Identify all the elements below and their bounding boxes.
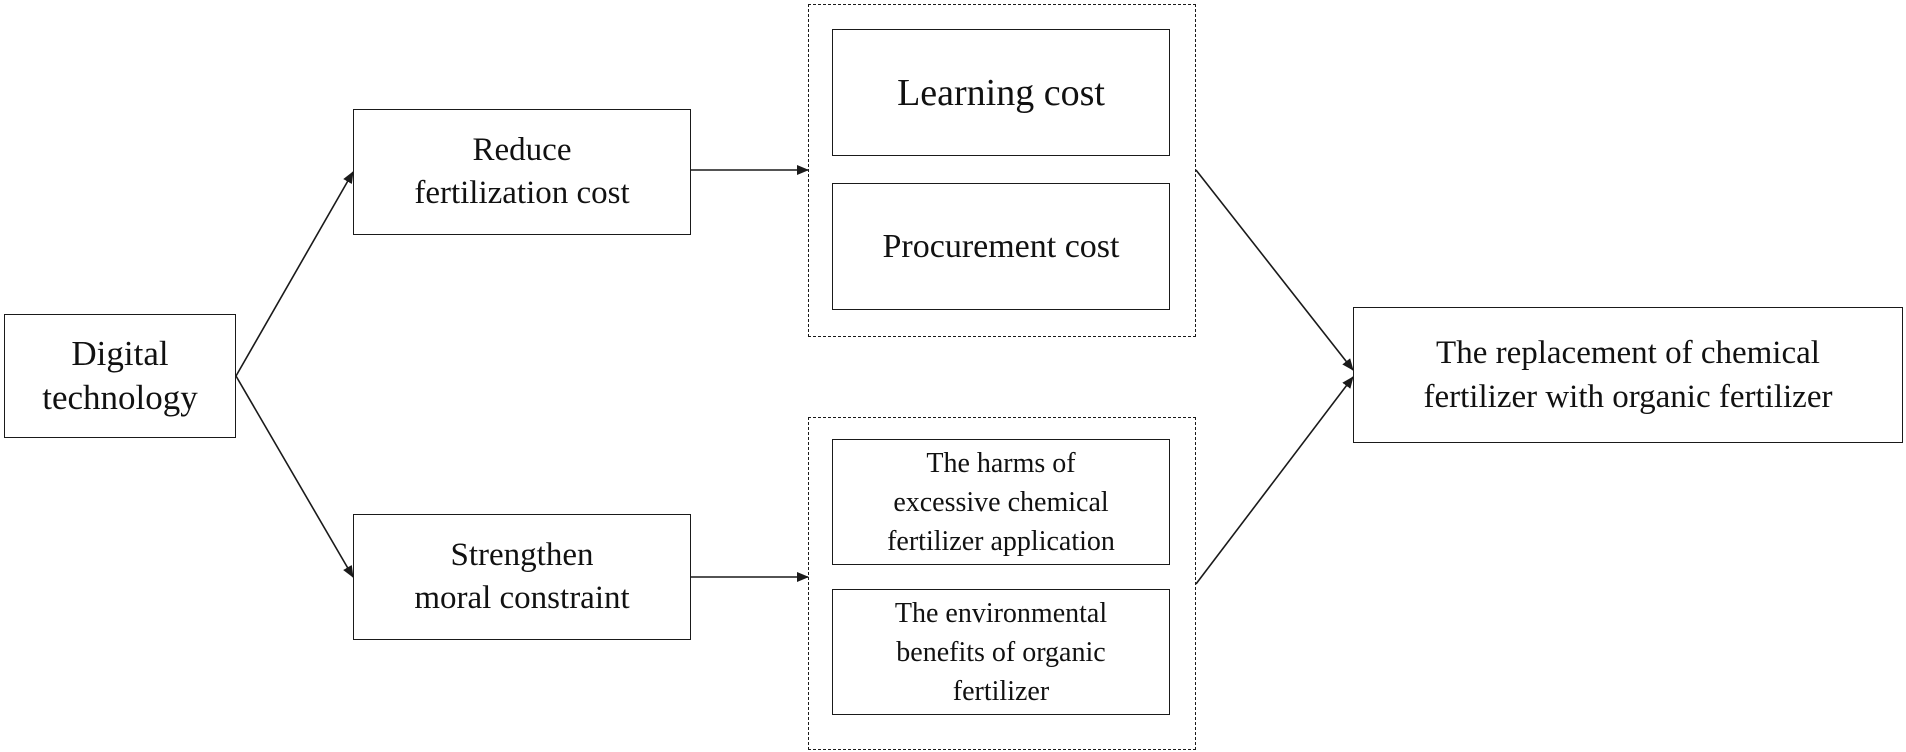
reduce-fertilization-cost-box: Reduce fertilization cost	[353, 109, 691, 235]
harms-label: The harms of excessive chemical fertiliz…	[887, 447, 1115, 557]
learning-cost-box: Learning cost	[832, 29, 1170, 156]
harms-box: The harms of excessive chemical fertiliz…	[832, 439, 1170, 565]
replacement-label: The replacement of chemical fertilizer w…	[1423, 335, 1833, 415]
digital-technology-box: Digital technology	[4, 314, 236, 438]
learning-cost-label: Learning cost	[897, 71, 1105, 114]
digital-technology-label: Digital technology	[42, 334, 198, 417]
procurement-cost-label: Procurement cost	[882, 227, 1120, 265]
procurement-cost-box: Procurement cost	[832, 183, 1170, 310]
edge-cost-group-to-replacement	[1195, 169, 1354, 371]
benefits-box: The environmental benefits of organic fe…	[832, 589, 1170, 715]
edge-digital-to-strengthen	[235, 375, 354, 578]
reduce-fertilization-cost-label: Reduce fertilization cost	[414, 132, 630, 211]
benefits-label: The environmental benefits of organic fe…	[894, 597, 1108, 707]
cost-factors-group	[808, 4, 1196, 337]
strengthen-moral-constraint-box: Strengthen moral constraint	[353, 514, 691, 640]
replacement-box: The replacement of chemical fertilizer w…	[1353, 307, 1903, 443]
moral-factors-group	[808, 417, 1196, 750]
edge-digital-to-reduce	[235, 171, 354, 377]
edge-moral-group-to-replacement	[1195, 376, 1354, 585]
strengthen-moral-constraint-label: Strengthen moral constraint	[414, 537, 630, 616]
